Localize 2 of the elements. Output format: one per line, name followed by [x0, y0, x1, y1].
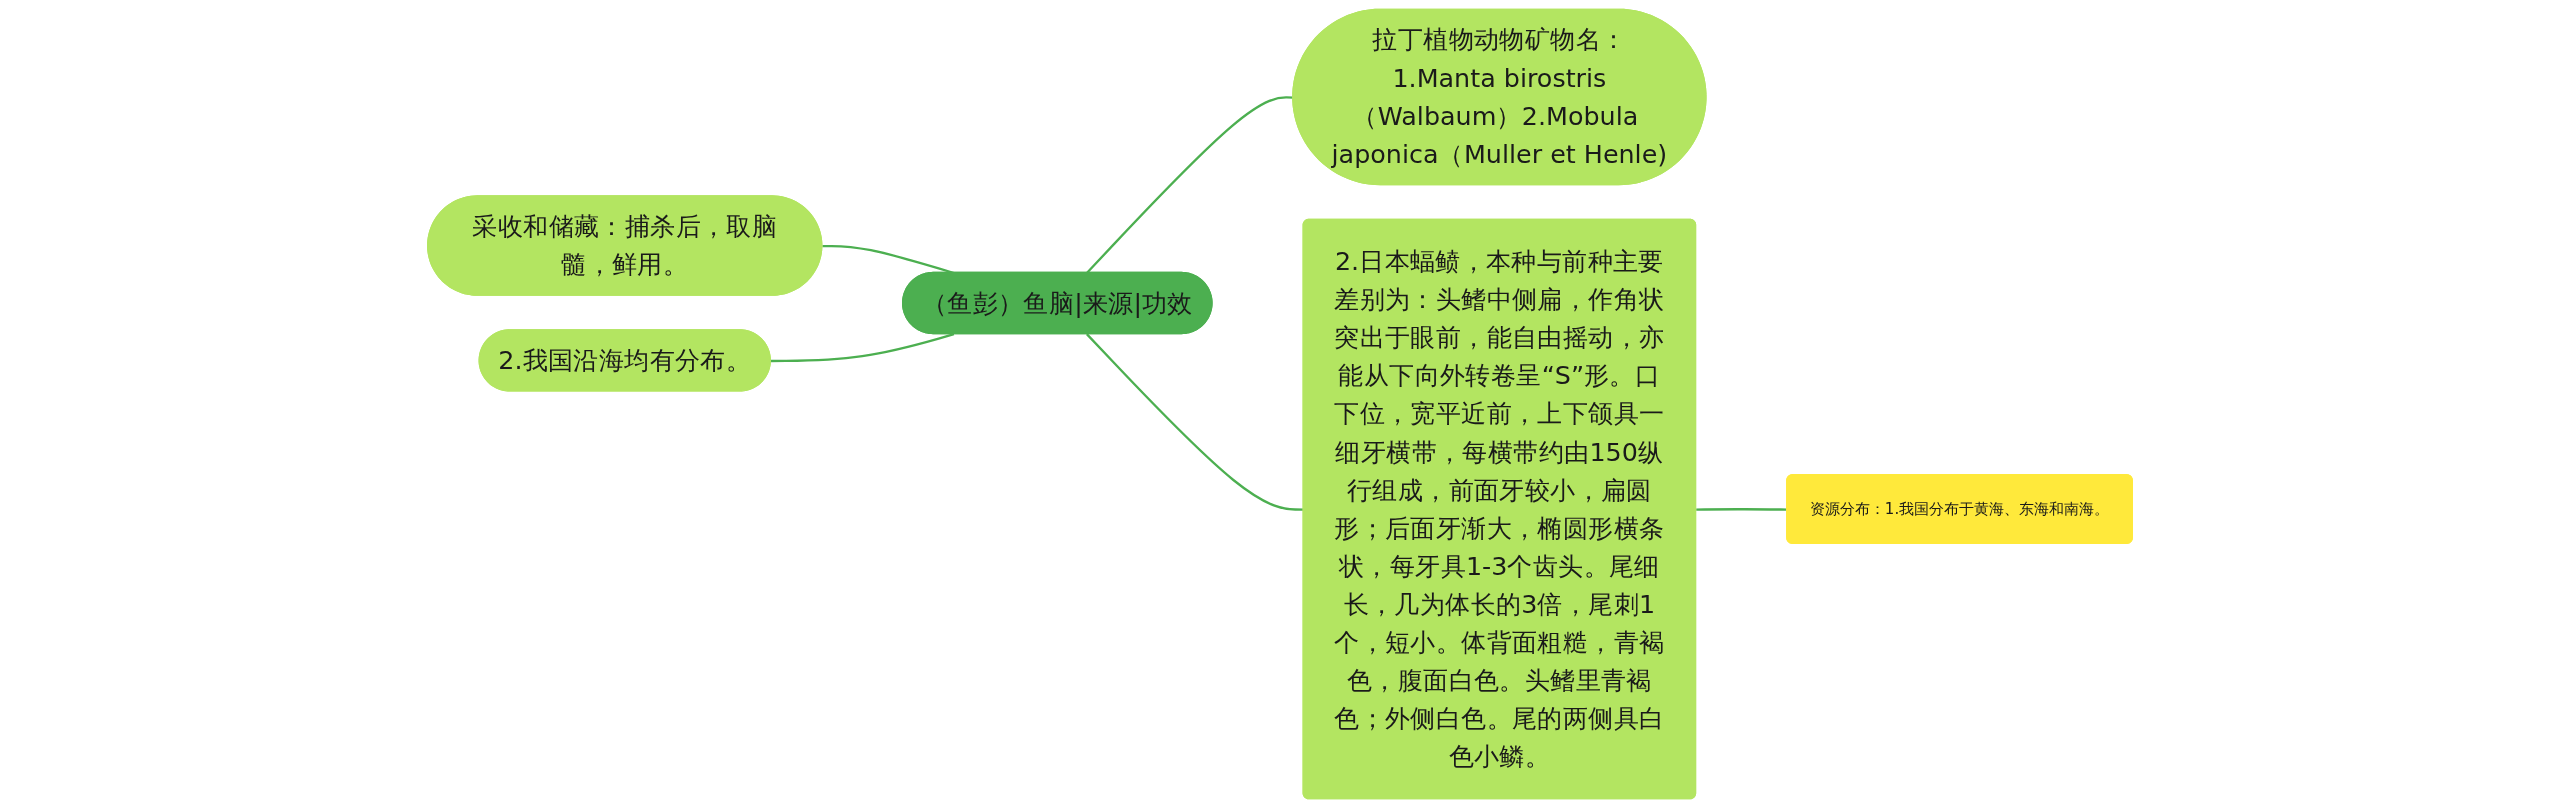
connector: [770, 333, 955, 363]
connector: [1086, 333, 1304, 511]
